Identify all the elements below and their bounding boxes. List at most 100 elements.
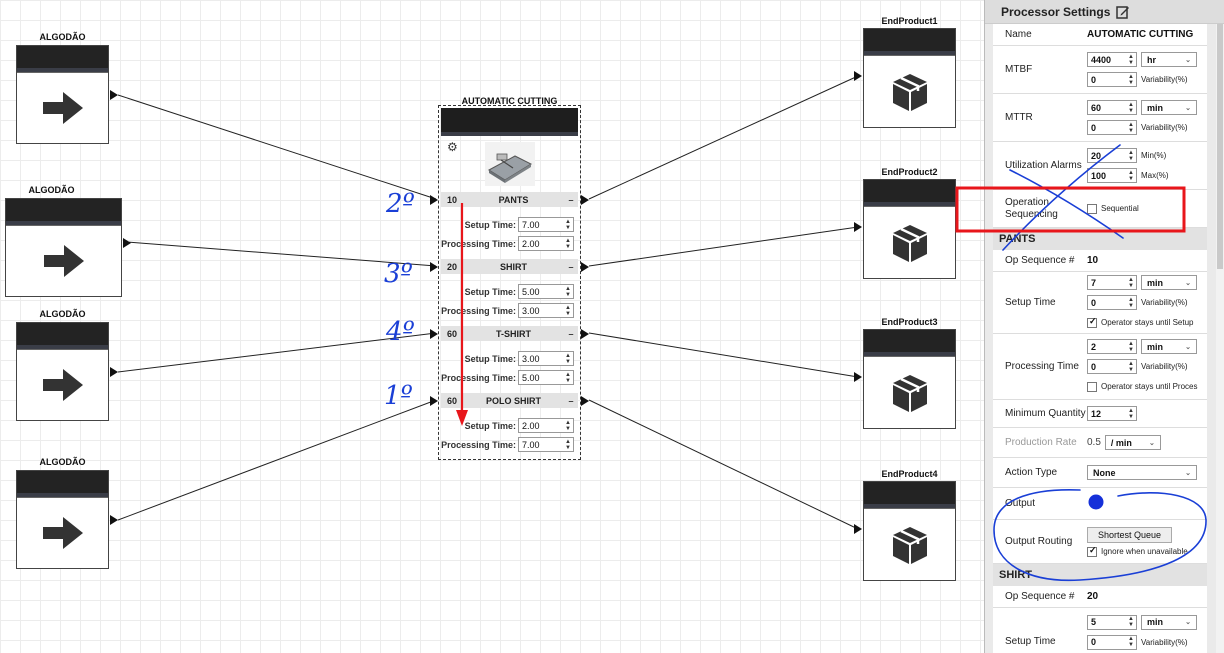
- box-icon: [892, 374, 927, 412]
- output-port[interactable]: [110, 515, 118, 525]
- processing-variability-input[interactable]: 0▲▼: [1087, 359, 1137, 374]
- input-port-pants[interactable]: [430, 195, 438, 205]
- gear-icon[interactable]: ⚙: [447, 140, 458, 154]
- output-port[interactable]: [110, 367, 118, 377]
- max-label: Max(%): [1141, 171, 1169, 180]
- mttr-input[interactable]: 60▲▼: [1087, 100, 1137, 115]
- processing-time-input[interactable]: 2.00▲▼: [518, 236, 574, 251]
- setup-variability-input[interactable]: 0▲▼: [1087, 295, 1137, 310]
- operation-row-polo-shirt[interactable]: 60 POLO SHIRT –: [441, 393, 578, 408]
- wire-source1-pants: [117, 94, 437, 200]
- setup-time-input[interactable]: 2.00▲▼: [518, 418, 574, 433]
- mttr-unit-select[interactable]: min⌄: [1141, 100, 1197, 115]
- operation-row-pants[interactable]: 10 PANTS –: [441, 192, 578, 207]
- output-port[interactable]: [110, 90, 118, 100]
- source-node-1[interactable]: ALGODÃO: [16, 32, 118, 144]
- processing-time-field: Processing Time: 5.00▲▼: [441, 370, 574, 385]
- setup-time-label: Setup Time:: [464, 420, 516, 431]
- end-node-label: EndProduct4: [881, 469, 938, 479]
- output-port-pants[interactable]: [581, 195, 589, 205]
- setup-time-label: Setup Time: [1005, 636, 1056, 647]
- operation-row-tshirt[interactable]: 60 T-SHIRT –: [441, 326, 578, 341]
- end-node-1[interactable]: EndProduct1: [854, 16, 956, 128]
- output-port-polo-shirt[interactable]: [581, 396, 589, 406]
- setup-time-field: Setup Time: 5.00▲▼: [465, 284, 574, 299]
- end-node-2[interactable]: EndProduct2: [854, 167, 956, 279]
- collapse-icon[interactable]: –: [568, 395, 574, 406]
- end-node-3[interactable]: EndProduct3: [854, 317, 956, 429]
- collapse-icon[interactable]: –: [568, 261, 574, 272]
- source-node-3[interactable]: ALGODÃO: [16, 309, 118, 421]
- processing-time-input[interactable]: 3.00▲▼: [518, 303, 574, 318]
- input-port[interactable]: [854, 372, 862, 382]
- min-label: Min(%): [1141, 151, 1167, 160]
- mtbf-input[interactable]: 4400▲▼: [1087, 52, 1137, 67]
- setup-time-input[interactable]: 3.00▲▼: [518, 351, 574, 366]
- processing-time-input[interactable]: 5.00▲▼: [518, 370, 574, 385]
- input-port-tshirt[interactable]: [430, 329, 438, 339]
- setup-unit-select[interactable]: min⌄: [1141, 275, 1197, 290]
- output-port-tshirt[interactable]: [581, 329, 589, 339]
- setup-time-input[interactable]: 7.00▲▼: [518, 217, 574, 232]
- processing-time-label: Processing Time:: [441, 439, 516, 450]
- op-sequence-value: 20: [1087, 591, 1099, 602]
- setup-variability-input[interactable]: 0▲▼: [1087, 634, 1137, 650]
- end-node-4[interactable]: EndProduct4: [854, 469, 956, 581]
- end-node-label: EndProduct2: [881, 167, 938, 177]
- edit-icon[interactable]: [1116, 5, 1130, 19]
- mtbf-variability-input[interactable]: 0▲▼: [1087, 72, 1137, 87]
- setup-time-input[interactable]: 5▲▼: [1087, 614, 1137, 630]
- model-canvas[interactable]: ALGODÃO ALGODÃO ALGODÃO ALGODÃO AUTOMATI…: [0, 0, 984, 653]
- action-type-select[interactable]: None⌄: [1087, 465, 1197, 480]
- operator-stays-setup-checkbox[interactable]: [1087, 316, 1097, 328]
- input-port-polo-shirt[interactable]: [430, 396, 438, 406]
- minimum-quantity-input[interactable]: 12▲▼: [1087, 406, 1137, 421]
- source-node-2[interactable]: ALGODÃO: [5, 185, 131, 297]
- output-routing-button[interactable]: Shortest Queue: [1087, 526, 1173, 543]
- name-row: Name AUTOMATIC CUTTING: [993, 24, 1207, 46]
- operator-stays-processing-label: Operator stays until Proces: [1101, 382, 1198, 391]
- processing-time-input[interactable]: 2▲▼: [1087, 339, 1137, 354]
- collapse-icon[interactable]: –: [568, 194, 574, 205]
- variability-label: Variability(%): [1141, 75, 1188, 84]
- op-sequence-row: Op Sequence # 10: [993, 250, 1207, 272]
- collapse-icon[interactable]: –: [568, 328, 574, 339]
- output-port[interactable]: [123, 238, 131, 248]
- sequential-checkbox[interactable]: [1087, 203, 1097, 214]
- operation-row-shirt[interactable]: 20 SHIRT –: [441, 259, 578, 274]
- ignore-unavailable-checkbox[interactable]: [1087, 545, 1097, 557]
- output-port-shirt[interactable]: [581, 262, 589, 272]
- input-port[interactable]: [854, 524, 862, 534]
- setup-time-input[interactable]: 5.00▲▼: [518, 284, 574, 299]
- processor-node[interactable]: AUTOMATIC CUTTING ⚙ 10 PANTS – Setup Tim…: [430, 96, 589, 460]
- output-color-swatch[interactable]: [1087, 493, 1105, 511]
- op-sequence-label: Op Sequence #: [1005, 590, 1075, 602]
- mttr-variability-input[interactable]: 0▲▼: [1087, 120, 1137, 135]
- name-value[interactable]: AUTOMATIC CUTTING: [1087, 29, 1194, 40]
- op-seq: 20: [447, 261, 458, 272]
- processing-time-input[interactable]: 7.00▲▼: [518, 437, 574, 452]
- variability-label: Variability(%): [1141, 123, 1188, 132]
- util-max-input[interactable]: 100▲▼: [1087, 168, 1137, 183]
- action-type-row: Action Type None⌄: [993, 458, 1207, 488]
- section-header-shirt[interactable]: SHIRT: [993, 564, 1207, 586]
- setup-time-input[interactable]: 7▲▼: [1087, 275, 1137, 290]
- input-port[interactable]: [854, 222, 862, 232]
- mtbf-unit-select[interactable]: hr⌄: [1141, 52, 1197, 67]
- panel-scrollbar[interactable]: [1216, 24, 1224, 653]
- source-node-label: ALGODÃO: [28, 185, 75, 195]
- source-node-4[interactable]: ALGODÃO: [16, 457, 118, 569]
- operator-stays-processing-checkbox[interactable]: [1087, 381, 1097, 392]
- wire-source4-polo: [117, 399, 437, 521]
- op-seq: 60: [447, 395, 458, 406]
- section-header-pants[interactable]: PANTS: [993, 228, 1207, 250]
- op-name: T-SHIRT: [496, 328, 531, 339]
- setup-unit-select[interactable]: min⌄: [1141, 614, 1197, 630]
- scrollbar-thumb[interactable]: [1217, 24, 1223, 269]
- processing-unit-select[interactable]: min⌄: [1141, 339, 1197, 354]
- input-port[interactable]: [854, 71, 862, 81]
- production-rate-unit-select[interactable]: / min⌄: [1104, 435, 1161, 450]
- output-routing-row: Output Routing Shortest Queue Ignore whe…: [993, 520, 1207, 564]
- util-min-input[interactable]: 20▲▼: [1087, 148, 1137, 163]
- input-port-shirt[interactable]: [430, 262, 438, 272]
